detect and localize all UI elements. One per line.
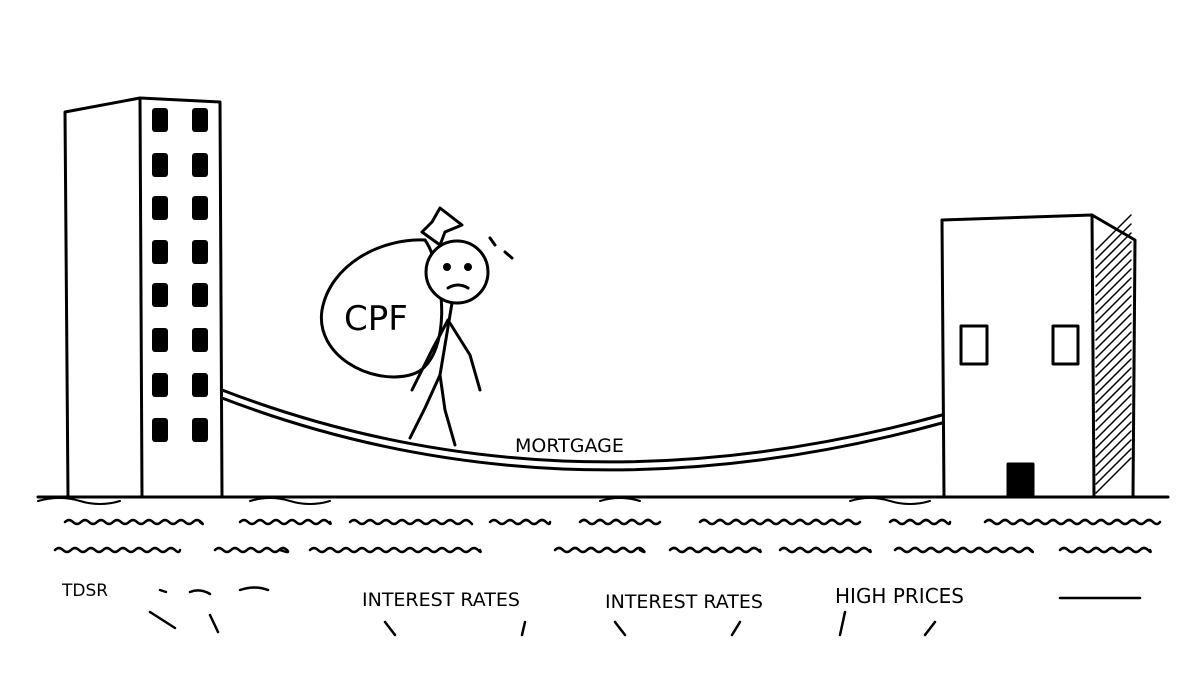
hazard-label-interest-rates-2: INTEREST RATES <box>605 591 763 613</box>
hatch-line <box>1095 421 1132 458</box>
right-house-building <box>940 213 1137 499</box>
window <box>152 283 168 307</box>
window <box>152 108 168 132</box>
hatch-line <box>1095 277 1132 314</box>
wave-line <box>488 518 552 526</box>
window <box>192 240 208 264</box>
hatch-line <box>1095 259 1132 296</box>
wave-line <box>348 518 474 526</box>
water-waves <box>53 518 1162 554</box>
wave-line <box>578 518 662 526</box>
window <box>192 418 208 442</box>
hatch-line <box>1095 313 1132 350</box>
hatch-line <box>1095 412 1132 449</box>
wave-line <box>983 518 1162 526</box>
hatch-line <box>1095 448 1132 485</box>
hatch-line <box>1095 367 1132 404</box>
window <box>152 153 168 177</box>
house-window-right <box>1051 324 1080 366</box>
wave-line <box>63 518 204 526</box>
hatch-line <box>1095 385 1132 422</box>
window <box>192 283 208 307</box>
wave-line <box>668 546 762 554</box>
ground-texture <box>37 497 931 505</box>
hatch-line <box>1095 358 1132 395</box>
hatch-line <box>1095 403 1132 440</box>
wave-line <box>778 546 872 554</box>
house-window-left <box>959 324 989 366</box>
wave-line <box>553 546 646 554</box>
hatch-line <box>1095 376 1132 413</box>
hatch-line <box>1095 304 1132 341</box>
hatch-line <box>1095 457 1132 494</box>
building-windows <box>152 108 208 442</box>
window <box>192 328 208 352</box>
wave-line <box>238 518 332 526</box>
hazard-marks <box>148 586 1142 637</box>
window <box>152 240 168 264</box>
wave-line <box>698 518 862 526</box>
hatch-line <box>1095 295 1132 332</box>
hatch-line <box>1095 322 1132 359</box>
house-door <box>1006 462 1035 499</box>
cpf-label: CPF <box>344 299 408 339</box>
hazard-label-tdsr: TDSR <box>61 581 108 601</box>
hatch-line <box>1095 241 1132 278</box>
hatch-line <box>1095 223 1132 260</box>
stick-figure-person <box>408 236 514 447</box>
window <box>192 373 208 397</box>
wave-line <box>308 546 482 554</box>
wave-line <box>888 518 952 526</box>
hazard-label-high-prices: HIGH PRICES <box>835 584 964 608</box>
hatch-line <box>1095 250 1132 287</box>
left-tall-building <box>63 96 224 499</box>
window <box>152 418 168 442</box>
hatch-line <box>1095 214 1132 251</box>
window <box>192 108 208 132</box>
hatch-line <box>1095 439 1132 476</box>
hatch-line <box>1095 232 1132 269</box>
mortgage-label: MORTGAGE <box>515 435 624 457</box>
hatch-line <box>1095 286 1132 323</box>
hatch-line <box>1095 340 1132 377</box>
window <box>192 196 208 220</box>
hatch-line <box>1095 331 1132 368</box>
side-hatching <box>1095 214 1132 494</box>
window <box>152 196 168 220</box>
hatch-line <box>1095 430 1132 467</box>
window <box>152 373 168 397</box>
mortgage-rope <box>220 388 944 472</box>
hatch-line <box>1095 349 1132 386</box>
wave-line <box>893 546 1034 554</box>
hatch-line <box>1095 268 1132 305</box>
wave-line <box>1058 546 1152 554</box>
wave-line <box>213 546 290 554</box>
hatch-line <box>1095 394 1132 431</box>
hazard-label-interest-rates-1: INTEREST RATES <box>362 589 520 611</box>
window <box>192 153 208 177</box>
wave-line <box>53 546 182 554</box>
window <box>152 328 168 352</box>
